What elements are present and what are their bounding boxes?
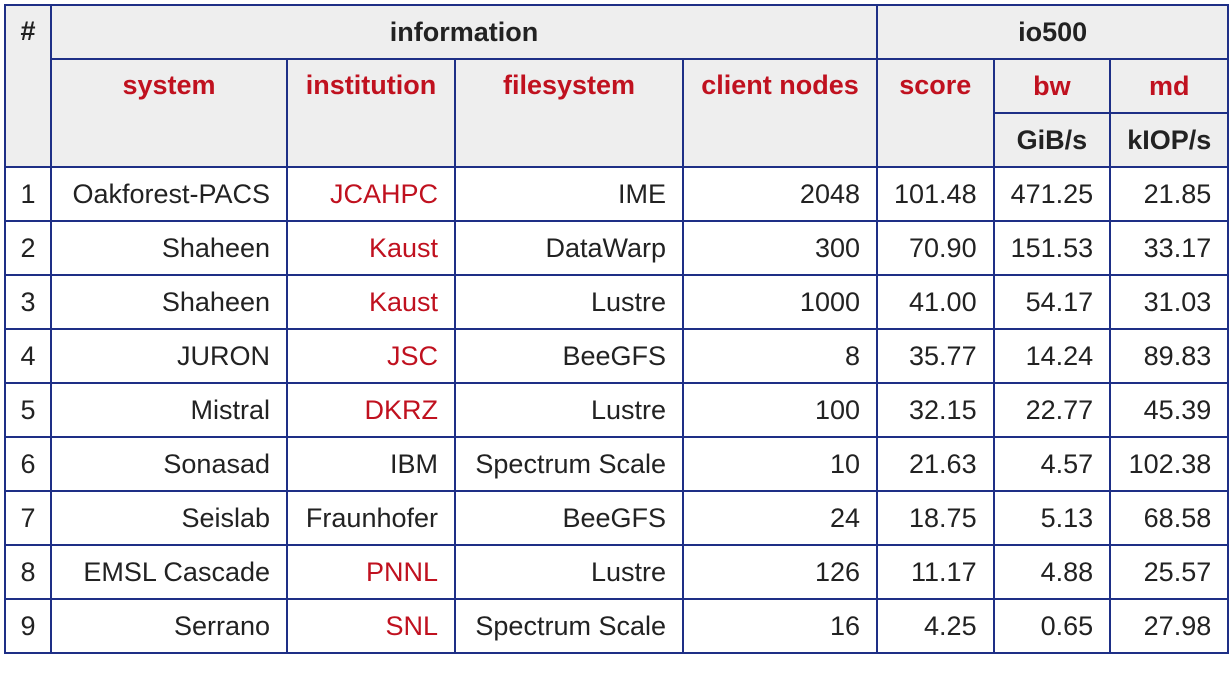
filesystem-cell: DataWarp <box>454 220 684 276</box>
client-nodes-cell: 300 <box>682 220 878 276</box>
io500-results-table: # information io500 system institution f… <box>4 4 1230 654</box>
system-cell: Serrano <box>50 598 288 654</box>
bw-cell: 14.24 <box>992 328 1112 384</box>
institution-cell[interactable]: Kaust <box>286 274 456 330</box>
filesystem-cell: Spectrum Scale <box>454 436 684 492</box>
filesystem-column-header[interactable]: filesystem <box>454 58 684 168</box>
client-nodes-cell: 1000 <box>682 274 878 330</box>
institution-cell[interactable]: Kaust <box>286 220 456 276</box>
score-cell: 4.25 <box>876 598 995 654</box>
bw-cell: 471.25 <box>992 166 1112 222</box>
client-nodes-cell: 100 <box>682 382 878 438</box>
score-column-header[interactable]: score <box>876 58 995 168</box>
bw-cell: 5.13 <box>992 490 1112 546</box>
bw-cell: 54.17 <box>992 274 1112 330</box>
system-cell: JURON <box>50 328 288 384</box>
table-row: 1 Oakforest-PACS JCAHPC IME 2048 101.48 … <box>4 166 1230 222</box>
md-cell: 25.57 <box>1109 544 1230 600</box>
system-column-header[interactable]: system <box>50 58 288 168</box>
score-cell: 41.00 <box>876 274 995 330</box>
client-nodes-cell: 8 <box>682 328 878 384</box>
rank-cell: 1 <box>4 166 52 222</box>
md-column-header[interactable]: md <box>1109 58 1230 114</box>
bw-column-header[interactable]: bw <box>992 58 1112 114</box>
institution-cell: Fraunhofer <box>286 490 456 546</box>
filesystem-cell: Spectrum Scale <box>454 598 684 654</box>
client-nodes-cell: 2048 <box>682 166 878 222</box>
md-cell: 102.38 <box>1109 436 1230 492</box>
score-cell: 101.48 <box>876 166 995 222</box>
client-nodes-cell: 24 <box>682 490 878 546</box>
score-cell: 11.17 <box>876 544 995 600</box>
bw-cell: 0.65 <box>992 598 1112 654</box>
system-cell: Mistral <box>50 382 288 438</box>
filesystem-cell: Lustre <box>454 544 684 600</box>
filesystem-cell: BeeGFS <box>454 490 684 546</box>
institution-cell[interactable]: DKRZ <box>286 382 456 438</box>
md-cell: 33.17 <box>1109 220 1230 276</box>
md-cell: 21.85 <box>1109 166 1230 222</box>
score-cell: 21.63 <box>876 436 995 492</box>
md-cell: 31.03 <box>1109 274 1230 330</box>
filesystem-cell: IME <box>454 166 684 222</box>
system-cell: Oakforest-PACS <box>50 166 288 222</box>
table-row: 5 Mistral DKRZ Lustre 100 32.15 22.77 45… <box>4 382 1230 438</box>
md-cell: 27.98 <box>1109 598 1230 654</box>
rank-cell: 9 <box>4 598 52 654</box>
client-nodes-column-header[interactable]: client nodes <box>682 58 878 168</box>
institution-cell[interactable]: PNNL <box>286 544 456 600</box>
institution-column-header[interactable]: institution <box>286 58 456 168</box>
md-cell: 68.58 <box>1109 490 1230 546</box>
system-cell: Shaheen <box>50 220 288 276</box>
system-cell: EMSL Cascade <box>50 544 288 600</box>
system-cell: Shaheen <box>50 274 288 330</box>
rank-cell: 7 <box>4 490 52 546</box>
io500-group-header: io500 <box>875 4 1230 60</box>
filesystem-cell: Lustre <box>454 274 684 330</box>
score-cell: 32.15 <box>876 382 995 438</box>
client-nodes-cell: 10 <box>682 436 878 492</box>
md-cell: 45.39 <box>1109 382 1230 438</box>
score-cell: 35.77 <box>876 328 995 384</box>
client-nodes-cell: 16 <box>682 598 878 654</box>
system-cell: Seislab <box>50 490 288 546</box>
table-row: 9 Serrano SNL Spectrum Scale 16 4.25 0.6… <box>4 598 1230 654</box>
filesystem-cell: BeeGFS <box>454 328 684 384</box>
score-cell: 18.75 <box>876 490 995 546</box>
institution-cell[interactable]: JCAHPC <box>286 166 456 222</box>
rank-cell: 2 <box>4 220 52 276</box>
score-cell: 70.90 <box>876 220 995 276</box>
rank-header: # <box>4 4 52 168</box>
bw-cell: 22.77 <box>992 382 1112 438</box>
table-row: 7 Seislab Fraunhofer BeeGFS 24 18.75 5.1… <box>4 490 1230 546</box>
rank-cell: 3 <box>4 274 52 330</box>
table-row: 2 Shaheen Kaust DataWarp 300 70.90 151.5… <box>4 220 1230 276</box>
table-body: 1 Oakforest-PACS JCAHPC IME 2048 101.48 … <box>4 166 1230 654</box>
filesystem-cell: Lustre <box>454 382 684 438</box>
table-row: 8 EMSL Cascade PNNL Lustre 126 11.17 4.8… <box>4 544 1230 600</box>
bw-cell: 151.53 <box>992 220 1112 276</box>
institution-cell[interactable]: JSC <box>286 328 456 384</box>
bw-unit-header: GiB/s <box>992 112 1112 168</box>
bw-cell: 4.57 <box>992 436 1112 492</box>
md-cell: 89.83 <box>1109 328 1230 384</box>
rank-cell: 8 <box>4 544 52 600</box>
bw-cell: 4.88 <box>992 544 1112 600</box>
information-group-header: information <box>50 4 878 60</box>
table-row: 3 Shaheen Kaust Lustre 1000 41.00 54.17 … <box>4 274 1230 330</box>
md-unit-header: kIOP/s <box>1109 112 1230 168</box>
institution-cell[interactable]: SNL <box>286 598 456 654</box>
rank-cell: 5 <box>4 382 52 438</box>
table-row: 6 Sonasad IBM Spectrum Scale 10 21.63 4.… <box>4 436 1230 492</box>
client-nodes-cell: 126 <box>682 544 878 600</box>
institution-cell: IBM <box>286 436 456 492</box>
rank-cell: 6 <box>4 436 52 492</box>
table-row: 4 JURON JSC BeeGFS 8 35.77 14.24 89.83 <box>4 328 1230 384</box>
system-cell: Sonasad <box>50 436 288 492</box>
rank-cell: 4 <box>4 328 52 384</box>
